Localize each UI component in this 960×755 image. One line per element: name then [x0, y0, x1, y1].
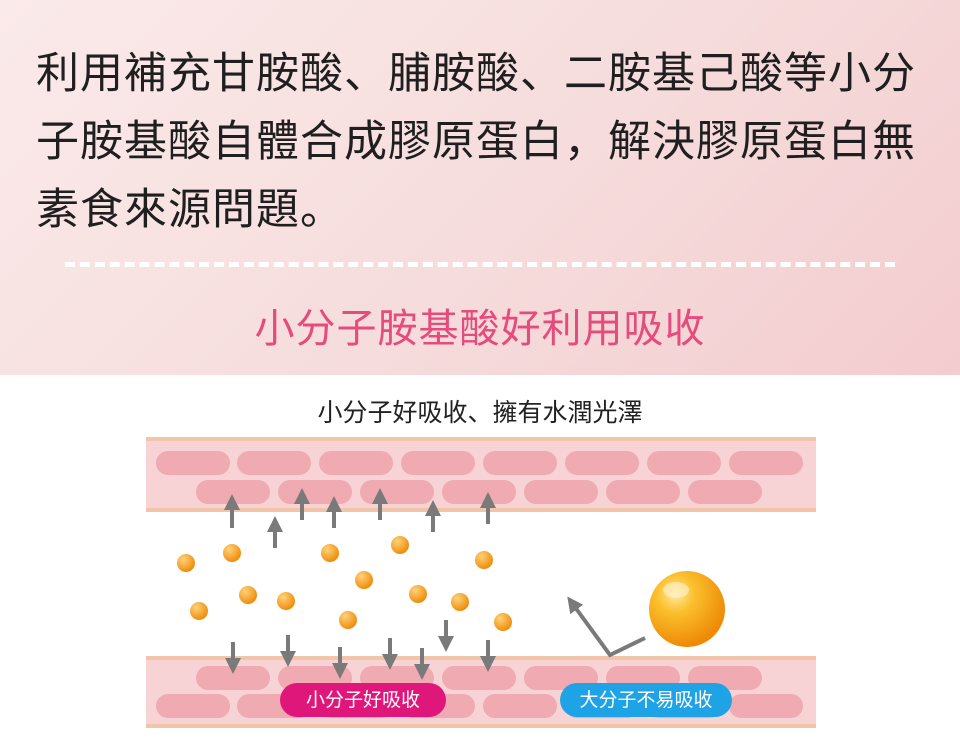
- small-molecules: [177, 536, 512, 631]
- large-molecule: [649, 571, 725, 647]
- dashed-divider: [65, 262, 895, 267]
- small-molecule-label: 小分子好吸收: [280, 683, 446, 717]
- down-arrows: [225, 620, 496, 680]
- diagram-caption: 小分子好吸收、擁有水潤光澤: [317, 398, 643, 427]
- hero-section: 利用補充甘胺酸、脯胺酸、二胺基己酸等小分子胺基酸自體合成膠原蛋白，解決膠原蛋白無…: [0, 0, 960, 375]
- top-vessel-wall: [146, 437, 816, 512]
- intro-paragraph: 利用補充甘胺酸、脯胺酸、二胺基己酸等小分子胺基酸自體合成膠原蛋白，解決膠原蛋白無…: [36, 49, 916, 235]
- large-molecule-label: 大分子不易吸收: [560, 683, 732, 717]
- bounce-arrow: [567, 596, 646, 658]
- up-arrows: [224, 488, 496, 548]
- section-subtitle: 小分子胺基酸好利用吸收: [254, 306, 706, 352]
